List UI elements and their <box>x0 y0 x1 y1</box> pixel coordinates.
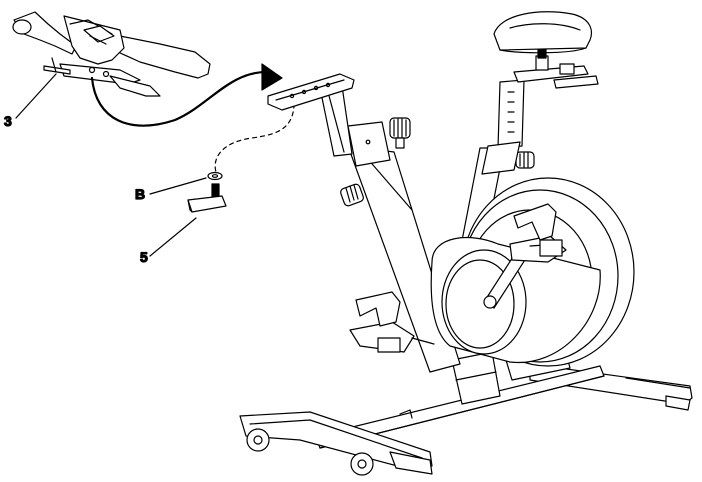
callout-B: B <box>135 186 145 202</box>
callout-3: 3 <box>4 113 12 129</box>
handlebar-part <box>13 12 210 96</box>
callout-5: 5 <box>140 249 148 265</box>
leader-line-3 <box>16 74 56 118</box>
transport-wheel-left <box>247 429 269 451</box>
seat-knob <box>516 152 534 168</box>
saddle <box>494 12 591 53</box>
leader-line-5 <box>150 218 196 256</box>
seat-post <box>498 80 524 148</box>
arrow-head <box>262 64 282 90</box>
exercise-bike <box>240 12 692 475</box>
post-knob <box>340 183 365 207</box>
transport-wheel-right <box>351 453 373 475</box>
stem-knob <box>390 118 410 148</box>
bolt-part <box>188 184 226 212</box>
leader-line-B <box>150 178 206 194</box>
washer-part <box>208 173 222 180</box>
